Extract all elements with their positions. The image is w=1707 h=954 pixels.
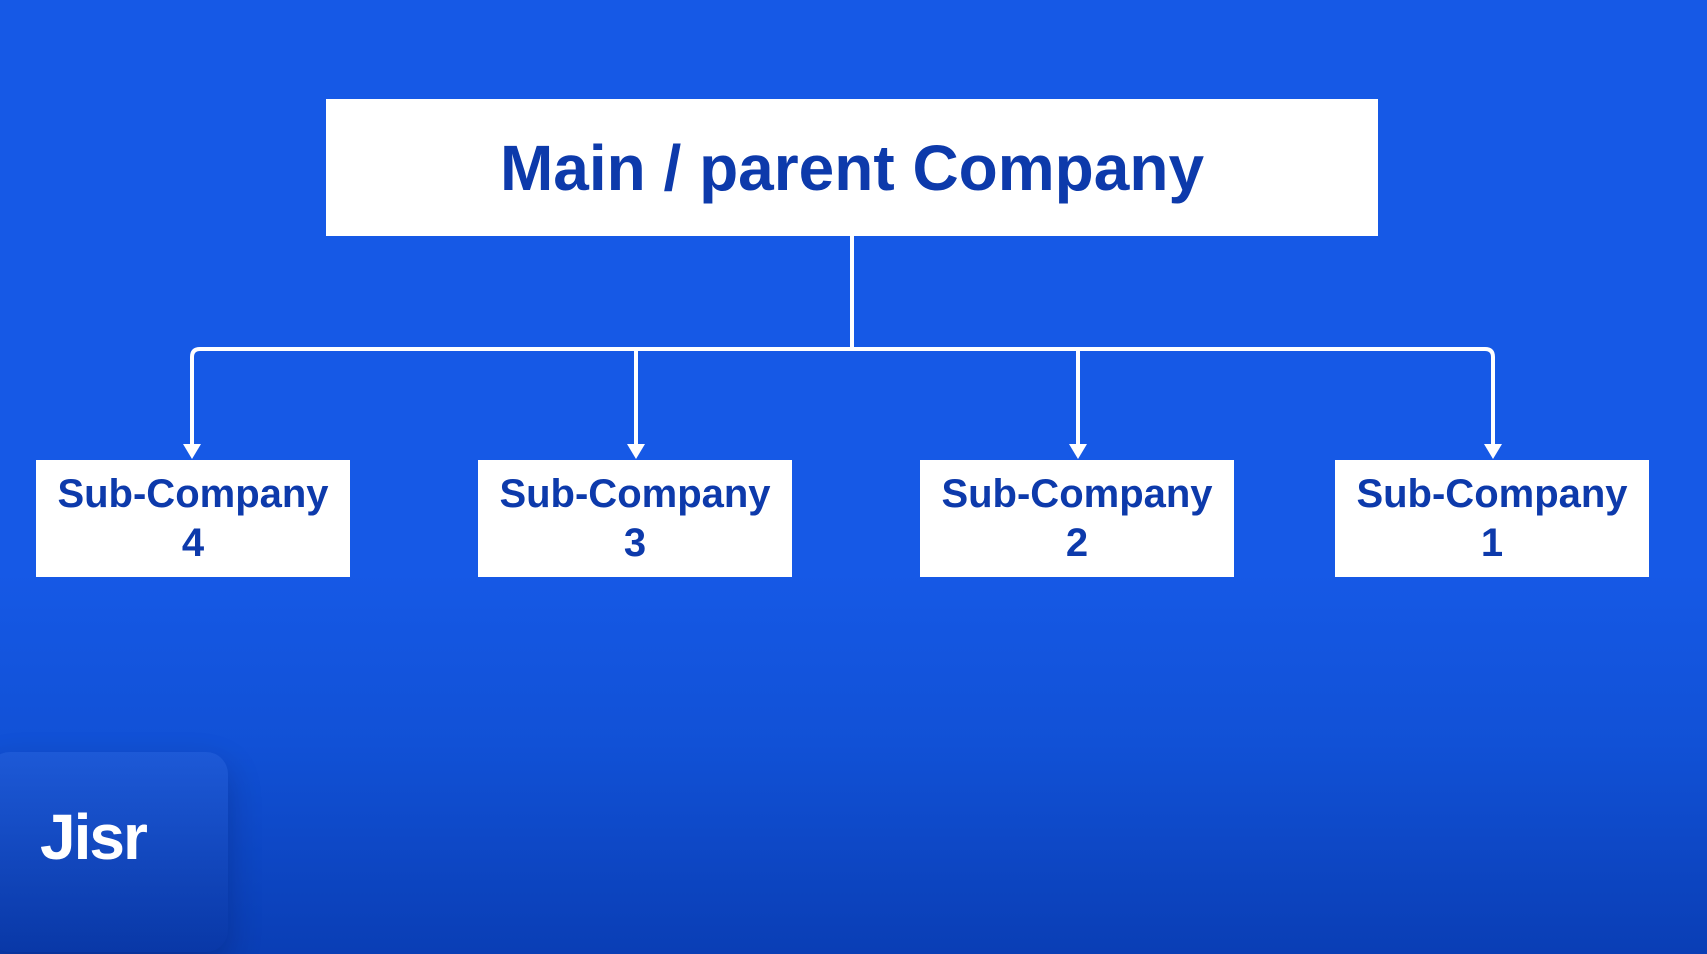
node-label: Sub-Company 3 xyxy=(499,471,771,565)
node-sub-company-4: Sub-Company 4 xyxy=(36,460,350,577)
jisr-logo-tile xyxy=(0,752,228,952)
arrow-down-icon xyxy=(1069,444,1087,459)
node-label: Sub-Company 2 xyxy=(941,471,1213,565)
node-sub-company-2: Sub-Company 2 xyxy=(920,460,1234,577)
node-label: Sub-Company 1 xyxy=(1356,471,1628,565)
node-sub-company-3: Sub-Company 3 xyxy=(478,460,792,577)
jisr-logo: Jisr xyxy=(40,801,148,873)
node-label: Main / parent Company xyxy=(499,131,1205,204)
node-sub-company-1: Sub-Company 1 xyxy=(1335,460,1649,577)
rail-line xyxy=(190,347,1495,446)
arrow-down-icon xyxy=(183,444,201,459)
arrow-down-icon xyxy=(627,444,645,459)
node-label: Sub-Company 4 xyxy=(57,471,329,565)
arrow-down-icon xyxy=(1484,444,1502,459)
node-main-parent-company: Main / parent Company xyxy=(326,99,1378,236)
